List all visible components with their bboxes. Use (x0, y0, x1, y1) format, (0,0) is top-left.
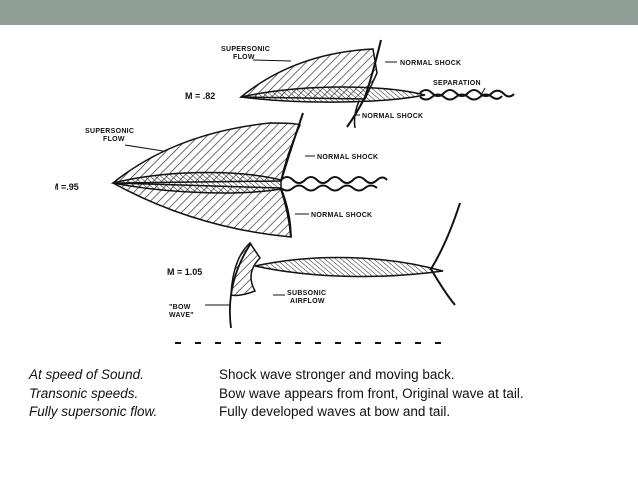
caption-table: At speed of Sound. Shock wave stronger a… (29, 366, 609, 422)
case-mach-105: M = 1.05 SUBSONIC AIRFLOW "BOW WAVE" (167, 202, 461, 329)
supersonic-flow-label-095-line2: FLOW (103, 136, 125, 143)
case-mach-082: SUPERSONIC FLOW NORMAL SHOCK SEPARATION … (185, 39, 515, 129)
normal-shock-label-095-bottom: NORMAL SHOCK (311, 212, 372, 219)
bow-wave-label-line1: "BOW (169, 304, 191, 311)
mach-label-105: M = 1.05 (167, 267, 202, 277)
caption-label: Fully supersonic flow. (29, 404, 158, 419)
normal-shock-label-082-top: NORMAL SHOCK (400, 60, 461, 67)
separation-wake-082 (419, 89, 515, 101)
bow-wave-label-line2: WAVE" (169, 312, 194, 319)
shock-wave-diagram: SUPERSONIC FLOW NORMAL SHOCK SEPARATION … (55, 33, 575, 345)
caption-description: Fully developed waves at bow and tail. (219, 404, 451, 419)
normal-shock-label-095-top: NORMAL SHOCK (317, 154, 378, 161)
normal-shock-label-082-bottom: NORMAL SHOCK (362, 113, 423, 120)
shock-wave-figure: SUPERSONIC FLOW NORMAL SHOCK SEPARATION … (55, 39, 515, 344)
case-mach-095: SUPERSONIC FLOW NORMAL SHOCK M =.95 NORM… (55, 112, 388, 238)
caption-row: Transonic speeds. Bow wave appears from … (29, 385, 609, 404)
caption-row: At speed of Sound. Shock wave stronger a… (29, 366, 609, 385)
separation-label-082: SEPARATION (433, 80, 481, 87)
normal-shock-line-095-bottom (280, 188, 292, 238)
supersonic-flow-label-082-line1: SUPERSONIC (221, 46, 270, 53)
supersonic-flow-label-082-line2: FLOW (233, 54, 255, 61)
caption-label: At speed of Sound. (29, 367, 144, 382)
mach-label-082: M = .82 (185, 91, 215, 101)
caption-description: Bow wave appears from front, Original wa… (219, 385, 524, 401)
caption-row: Fully supersonic flow. Fully developed w… (29, 403, 609, 422)
bow-wave-line (228, 242, 252, 329)
normal-shock-line-082 (346, 39, 382, 128)
separation-wake-095 (280, 176, 388, 192)
caption-label: Transonic speeds. (29, 385, 139, 401)
airfoil-095 (112, 171, 282, 194)
caption-description: Shock wave stronger and moving back. (219, 367, 455, 382)
subsonic-airflow-label-line1: SUBSONIC (287, 290, 326, 297)
normal-shock-line-095-top (280, 112, 304, 182)
tail-shock-line-105 (429, 202, 461, 306)
supersonic-flow-label-095-line1: SUPERSONIC (85, 128, 134, 135)
subsonic-airflow-label-line2: AIRFLOW (290, 298, 325, 305)
slide-header-bar (0, 0, 638, 25)
airfoil-082 (240, 86, 426, 103)
bow-wave-region (230, 241, 261, 297)
airfoil-105 (254, 256, 444, 278)
mach-label-095: M =.95 (55, 182, 79, 192)
